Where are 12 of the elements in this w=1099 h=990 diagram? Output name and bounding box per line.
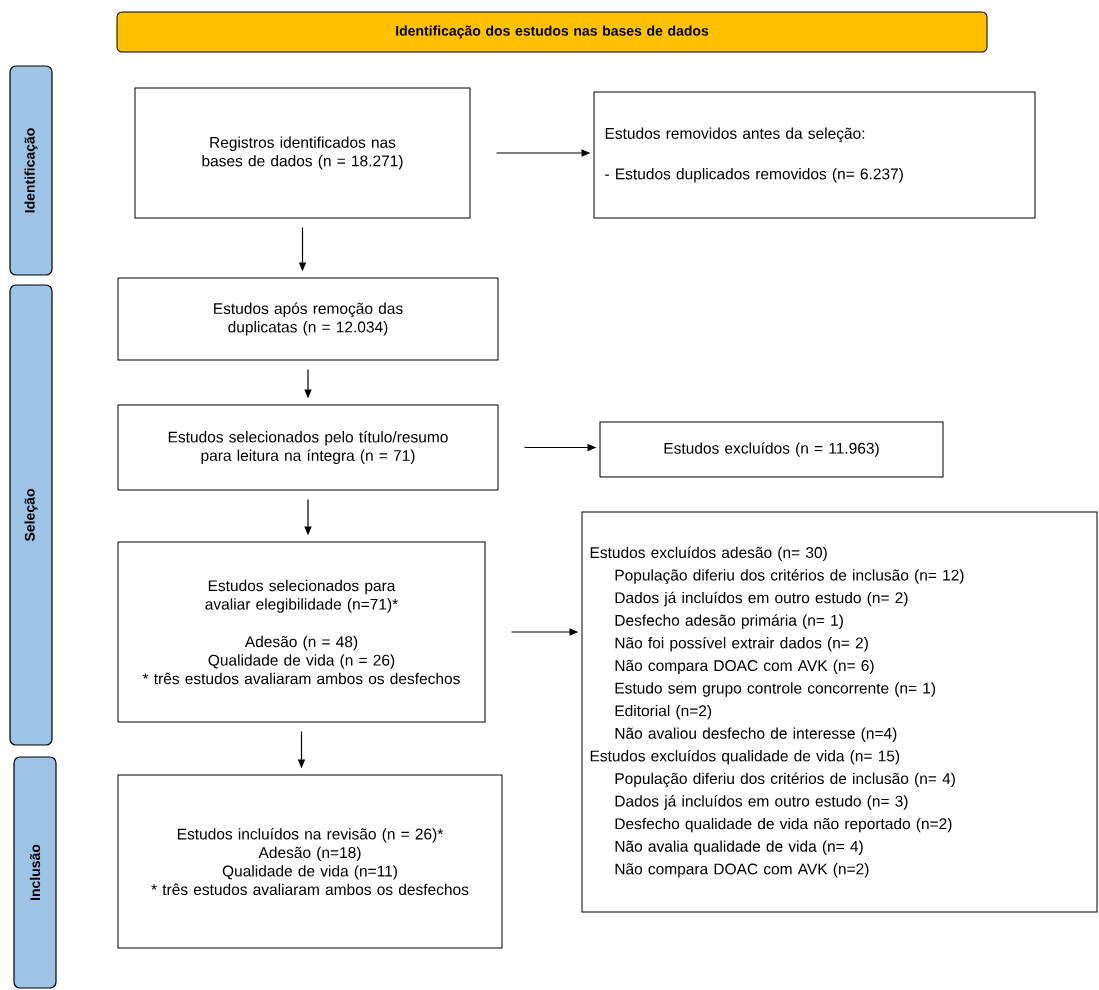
phase-band: Seleção — [9, 284, 53, 746]
exclusion-box: Estudos excluídos (n = 11.963) — [599, 421, 944, 478]
phase-band: Identificação — [9, 65, 53, 276]
exclusion-box: Estudos excluídos adesão (n= 30) População diferiu dos critérios de inclusão (n= 12) Dados já incluídos em outro estudo (n= 2) Desfecho adesão primária (n= 1) Não foi possível extrair dados (n= 2) Não compara DOAC com AVK (n= 6) Estudo sem grupo controle concorrente (n= 1) Editorial (n=2) Não avaliou desfecho de interesse (n=4) Estudos excluídos qualidade de vida (n= 15) População diferiu dos critérios de inclusão (n= 4) Dados já incluídos em outro estudo (n= 3) Desfecho qualidade de vida não reportado (n=2) Não avalia qualidade de vida (n= 4) Não compara DOAC com AVK (n=2) — [581, 511, 1098, 913]
phase-band: Inclusão — [13, 756, 57, 989]
process-box: Registros identificados nas bases de dados (n = 18.271) — [134, 87, 471, 219]
section-header-bar: Identificação dos estudos nas bases de dados — [116, 11, 988, 53]
process-box: Estudos selecionados para avaliar elegibilidade (n=71)* Adesão (n = 48) Qualidade de vida (n = 26) * três estudos avaliaram ambos os desfechos — [117, 541, 486, 723]
exclusion-box: Estudos removidos antes da seleção: - Estudos duplicados removidos (n= 6.237) — [593, 91, 1036, 219]
process-box: Estudos incluídos na revisão (n = 26)* Adesão (n=18) Qualidade de vida (n=11) * três estudos avaliaram ambos os desfechos — [117, 774, 503, 949]
process-box: Estudos selecionados pelo título/resumo para leitura na íntegra (n = 71) — [117, 404, 499, 491]
process-box: Estudos após remoção das duplicatas (n = 12.034) — [117, 277, 499, 361]
